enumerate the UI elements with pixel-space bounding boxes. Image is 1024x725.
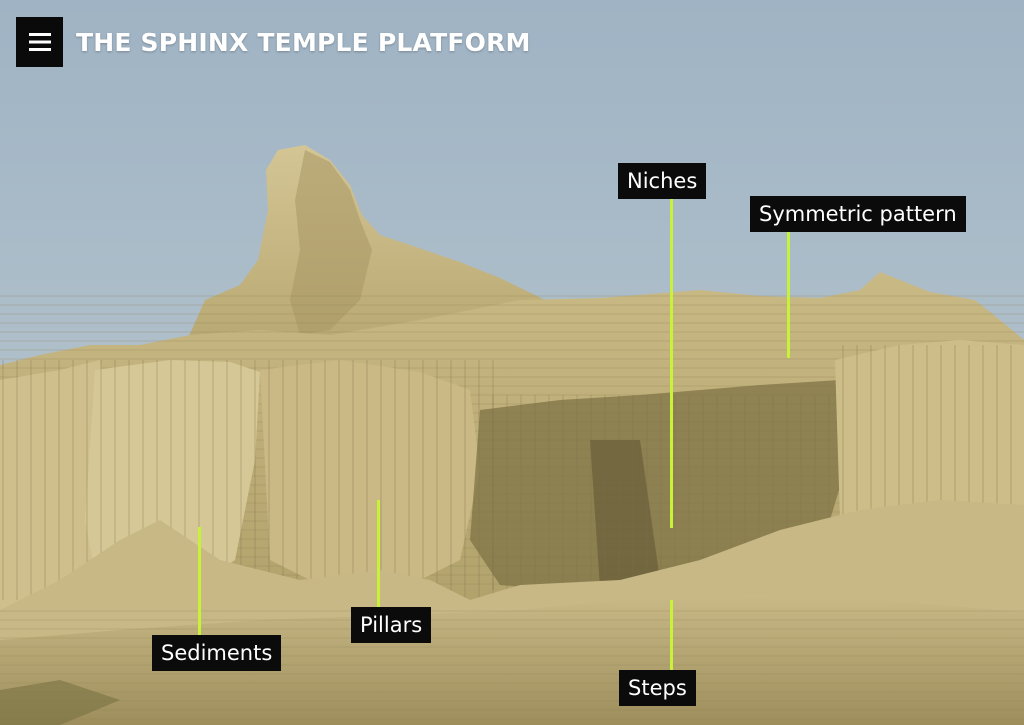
sediments-pointer-line <box>198 527 201 635</box>
niches-pointer-line <box>670 198 673 528</box>
symmetric-pointer-line <box>787 232 790 358</box>
page-title: THE SPHINX TEMPLE PLATFORM <box>76 27 531 57</box>
hamburger-menu-icon <box>28 33 51 51</box>
sphinx-shadow <box>290 150 372 335</box>
annotation-niches: Niches <box>618 163 707 199</box>
page-header: THE SPHINX TEMPLE PLATFORM <box>16 17 531 67</box>
annotation-steps: Steps <box>619 670 696 706</box>
menu-button[interactable] <box>16 17 63 67</box>
annotation-symmetric-pattern: Symmetric pattern <box>750 196 966 232</box>
annotation-pillars: Pillars <box>351 607 432 643</box>
annotation-sediments: Sediments <box>152 635 282 671</box>
steps-pointer-line <box>670 600 673 670</box>
pillars-pointer-line <box>377 500 380 608</box>
